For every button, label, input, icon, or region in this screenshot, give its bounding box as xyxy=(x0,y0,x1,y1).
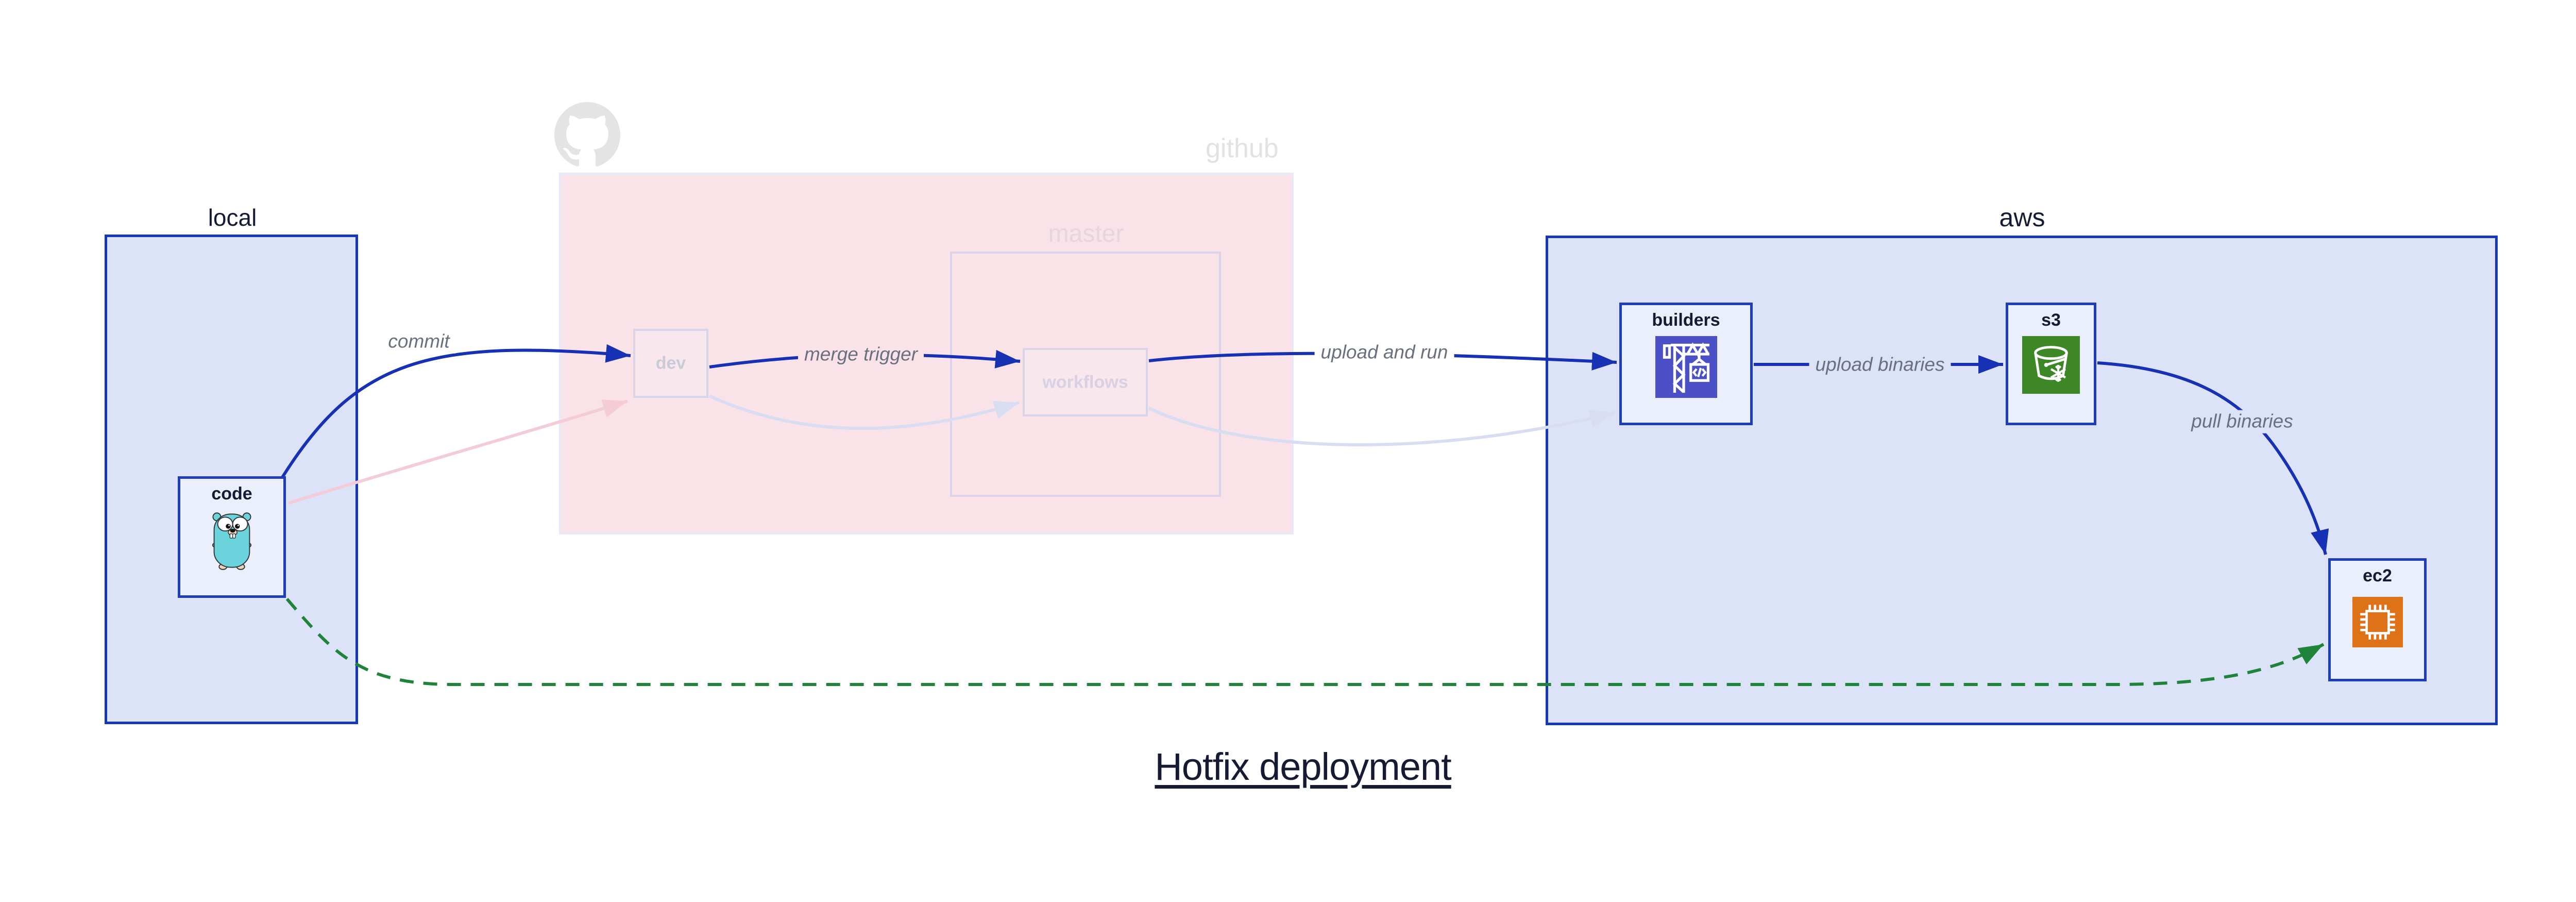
node-workflows-label: workflows xyxy=(1042,372,1128,392)
edge-label-upload-binaries: upload binaries xyxy=(1809,353,1951,377)
node-s3-label: s3 xyxy=(2041,310,2061,330)
node-dev-label: dev xyxy=(655,353,686,373)
edge-label-merge-trigger: merge trigger xyxy=(798,343,924,366)
node-builders: builders xyxy=(1619,303,1753,425)
node-code: code xyxy=(178,476,286,598)
node-code-label: code xyxy=(211,484,252,504)
edge-label-commit: commit xyxy=(382,330,456,354)
ec2-chip-icon xyxy=(2352,597,2403,647)
github-octocat-icon xyxy=(554,102,620,166)
diagram-title: Hotfix deployment xyxy=(1155,745,1451,788)
aws-container-label: aws xyxy=(1999,203,2045,232)
node-builders-label: builders xyxy=(1652,310,1720,330)
node-workflows: workflows xyxy=(1023,348,1148,416)
master-branch-container xyxy=(950,252,1221,497)
master-branch-label: master xyxy=(1048,220,1124,247)
node-s3: s3 xyxy=(2006,303,2096,425)
node-dev: dev xyxy=(633,329,708,398)
s3-bucket-snowflake-icon xyxy=(2022,336,2080,394)
node-ec2: ec2 xyxy=(2328,558,2427,681)
local-container-label: local xyxy=(208,204,257,231)
edge-label-upload-and-run: upload and run xyxy=(1314,341,1454,364)
edge-label-pull-binaries: pull binaries xyxy=(2185,410,2299,433)
node-ec2-label: ec2 xyxy=(2363,566,2392,586)
codebuild-crane-icon xyxy=(1655,336,1717,398)
github-container-label: github xyxy=(1206,133,1279,163)
go-gopher-icon xyxy=(212,512,252,570)
